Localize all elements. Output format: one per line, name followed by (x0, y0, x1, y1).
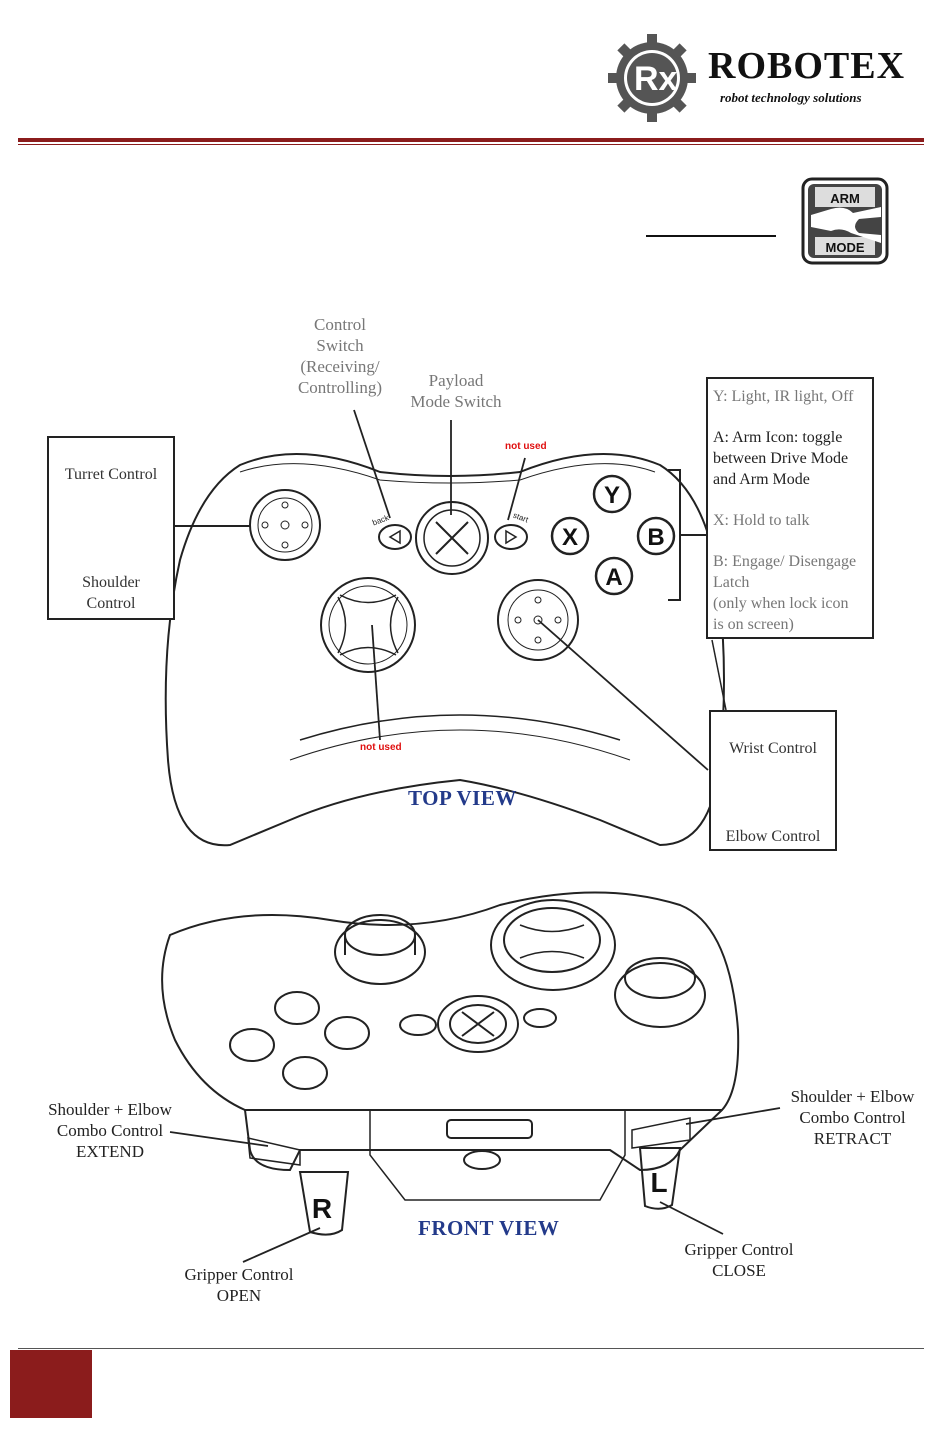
mode-label: MODE (826, 240, 865, 255)
brand-tagline: robot technology solutions (720, 90, 862, 105)
gripper-close-label: Gripper Control CLOSE (684, 1240, 794, 1280)
l-trigger (638, 1147, 682, 1210)
right-thumbstick (497, 579, 579, 661)
start-label: start (512, 511, 530, 525)
back-button (378, 524, 412, 550)
a-legend: A: Arm Icon: toggle between Drive Mode a… (713, 429, 849, 488)
a-button-letter: A (605, 564, 622, 591)
face-button-legend-box: Y: Light, IR light, Off A: Arm Icon: tog… (706, 377, 874, 639)
dpad (320, 577, 416, 673)
payload-mode-switch-label: Payload Mode Switch (410, 371, 502, 411)
top-view-title: TOP VIEW (408, 786, 517, 810)
elbow-control-label: Elbow Control (725, 828, 821, 845)
x-legend: X: Hold to talk (713, 512, 810, 529)
gear-logo-icon: Rx (608, 34, 696, 122)
y-button (592, 474, 632, 514)
top-controller-outline (164, 453, 725, 847)
front-controller-outline (161, 891, 740, 1111)
not-used-label-bottom: not used (360, 742, 402, 753)
turret-shoulder-box: Turret Control Shoulder Control (47, 436, 175, 620)
r-trigger-letter: R (312, 1193, 332, 1224)
x-button-letter: X (562, 524, 578, 551)
logo-letters: Rx (634, 60, 678, 98)
arm-label: ARM (830, 191, 860, 206)
footer-rule (18, 1348, 924, 1349)
start-button (494, 524, 528, 550)
guide-button (415, 501, 489, 575)
gripper-open-label: Gripper Control OPEN (184, 1265, 294, 1305)
b-button-letter: B (647, 524, 664, 551)
x-button (550, 516, 590, 556)
wrist-elbow-box: Wrist Control Elbow Control (709, 710, 837, 851)
brand-name: ROBOTEX (708, 45, 906, 87)
underline-rule (646, 235, 776, 237)
arm-mode-icon: ARM MODE (801, 177, 889, 265)
front-dpad (490, 899, 616, 991)
y-legend: Y: Light, IR light, Off (713, 388, 854, 405)
l-trigger-letter: L (650, 1167, 667, 1198)
b-button (636, 516, 676, 556)
front-view-title: FRONT VIEW (418, 1216, 560, 1240)
extend-label: Shoulder + Elbow Combo Control EXTEND (48, 1100, 172, 1161)
header-rule (18, 138, 924, 142)
header-rule-thin (18, 144, 924, 145)
not-used-label-top: not used (505, 441, 547, 452)
robotex-logo: Rx (606, 32, 698, 124)
b-legend: B: Engage/ Disengage Latch (only when lo… (713, 553, 857, 633)
retract-label: Shoulder + Elbow Combo Control RETRACT (790, 1087, 915, 1148)
footer-page-block (10, 1350, 92, 1418)
wrist-control-label: Wrist Control (729, 740, 817, 757)
shoulder-control-label: Shoulder Control (82, 574, 140, 612)
turret-control-label: Turret Control (64, 466, 158, 483)
left-thumbstick (249, 489, 321, 561)
a-button (594, 556, 634, 596)
front-left-stick (334, 919, 426, 985)
control-switch-label: Control Switch (Receiving/ Controlling) (297, 315, 383, 397)
front-right-stick (614, 962, 706, 1028)
y-button-letter: Y (604, 482, 620, 509)
